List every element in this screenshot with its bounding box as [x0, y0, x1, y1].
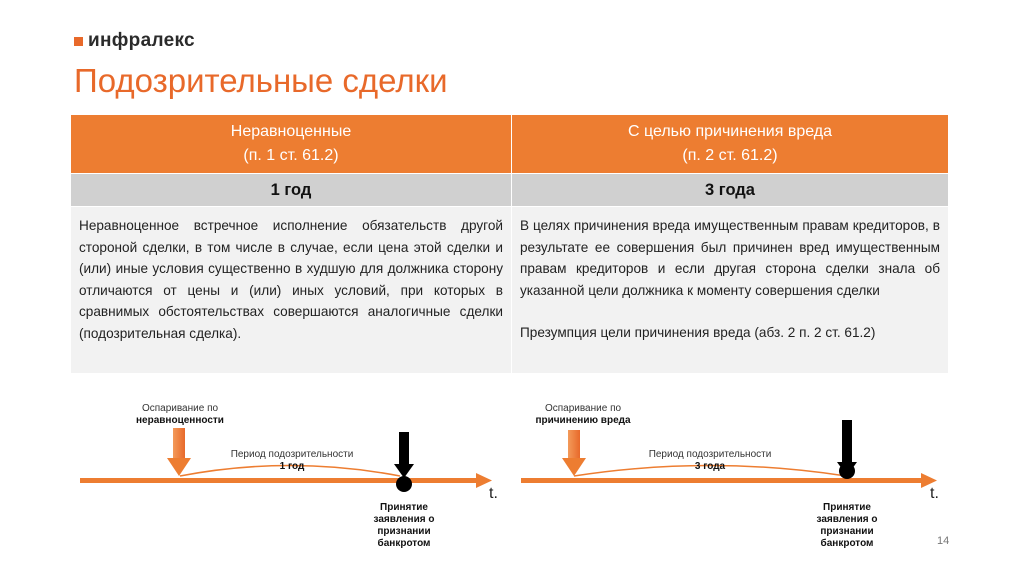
challenge-right-label: Оспаривание по причинению вреда: [523, 403, 643, 427]
period-right-line1: Период подозрительности: [648, 449, 772, 460]
presumption-text: Презумпция цели причинения вреда (абз. 2…: [520, 325, 876, 340]
comparison-table: Неравноценные (п. 1 ст. 61.2) С целью пр…: [70, 114, 949, 374]
timeline-left: [80, 428, 492, 492]
event-right-dot: [839, 463, 855, 479]
header-left-article: (п. 1 ст. 61.2): [243, 147, 339, 164]
event-left-line2: заявления о: [373, 514, 435, 525]
description-left-text: Неравноценное встречное исполнение обяза…: [79, 218, 503, 341]
event-left-label: Принятие заявления о признании банкротом: [360, 502, 448, 550]
axis-right-label: t.: [930, 485, 939, 502]
description-right-text: В целях причинения вреда имущественным п…: [520, 218, 940, 298]
challenge-left-arrow-icon: [167, 428, 191, 476]
event-right-line1: Принятие: [823, 502, 871, 513]
event-left-line4: банкротом: [377, 538, 431, 549]
event-left-arrow-icon: [394, 432, 414, 478]
period-left-line2: 1 год: [279, 461, 305, 472]
period-right-label: Период подозрительности 3 года: [630, 449, 790, 473]
logo-text: инфралекс: [88, 30, 195, 51]
description-right: В целях причинения вреда имущественным п…: [511, 206, 949, 374]
event-left-line1: Принятие: [380, 502, 428, 513]
event-right-line3: признании: [820, 526, 874, 537]
timeline-right-axis: [521, 478, 921, 483]
period-left-label: Период подозрительности 1 год: [212, 449, 372, 473]
timeline-left-arrowhead-icon: [476, 473, 492, 488]
event-right-line2: заявления о: [816, 514, 878, 525]
page-number: 14: [937, 535, 950, 547]
period-left-line1: Период подозрительности: [230, 449, 354, 460]
challenge-left-line2: неравноценности: [136, 415, 224, 426]
timeline-right-arrowhead-icon: [921, 473, 937, 488]
header-left-title: Неравноценные: [230, 123, 352, 140]
description-row: Неравноценное встречное исполнение обяза…: [70, 206, 949, 374]
period-right: 3 года: [511, 173, 949, 207]
event-left-dot: [396, 476, 412, 492]
description-left: Неравноценное встречное исполнение обяза…: [70, 206, 512, 374]
axis-left-label: t.: [489, 485, 498, 502]
challenge-left-line1: Оспаривание по: [141, 403, 219, 414]
challenge-right-arrow-icon: [562, 430, 586, 476]
header-right-title: С целью причинения вреда: [627, 123, 833, 140]
challenge-right-line2: причинению вреда: [535, 415, 631, 426]
header-right-article: (п. 2 ст. 61.2): [682, 147, 778, 164]
period-right-line2: 3 года: [694, 461, 726, 472]
challenge-right-line1: Оспаривание по: [544, 403, 622, 414]
logo-mark-icon: [74, 36, 83, 46]
page-title: Подозрительные сделки: [74, 62, 448, 99]
event-left-line3: признании: [377, 526, 431, 537]
table-header-row: Неравноценные (п. 1 ст. 61.2) С целью пр…: [70, 114, 949, 174]
event-right-label: Принятие заявления о признании банкротом: [803, 502, 891, 550]
logo: инфралекс: [74, 30, 195, 52]
header-left: Неравноценные (п. 1 ст. 61.2): [70, 114, 512, 174]
timeline-left-axis: [80, 478, 476, 483]
header-right: С целью причинения вреда (п. 2 ст. 61.2): [511, 114, 949, 174]
timeline-right-period-arc: [573, 464, 847, 477]
event-right-line4: банкротом: [820, 538, 874, 549]
challenge-left-label: Оспаривание по неравноценности: [120, 403, 240, 427]
timeline-right: [521, 420, 937, 488]
timeline-left-period-arc: [179, 464, 401, 477]
